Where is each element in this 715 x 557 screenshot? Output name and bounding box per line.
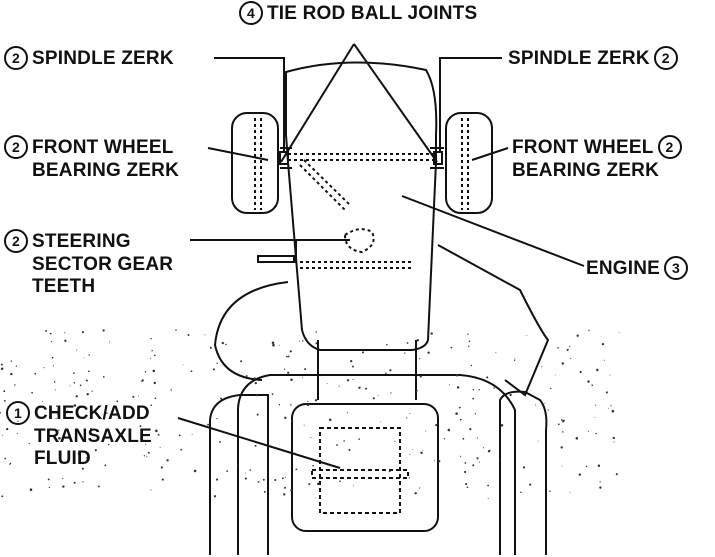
drag-link (299, 159, 351, 211)
rear-body (237, 374, 516, 555)
callout-number: 2 (653, 46, 678, 70)
rear-deck (291, 403, 439, 532)
callout-number: 2 (4, 46, 28, 70)
leader-spindle-left (214, 57, 285, 152)
steering-lever (257, 255, 295, 263)
front-wheel-left (231, 112, 279, 214)
callout-number: 2 (4, 229, 28, 253)
leader-spindle-right (439, 57, 502, 152)
front-wheel-right (445, 112, 493, 214)
transaxle-axle (311, 469, 409, 479)
leader-transaxle (177, 417, 341, 469)
leader-front-wheel-left (207, 147, 269, 161)
front-axle-right (430, 147, 444, 169)
leader-front-wheel-right (471, 147, 509, 161)
rear-tire-right (499, 390, 548, 555)
sector-gear (343, 228, 375, 254)
leader-tie-rod-left (280, 43, 355, 163)
wheel-spindle-left (254, 118, 262, 210)
steering-shaft (300, 261, 412, 269)
mower-deck-left (213, 281, 289, 381)
speckle-texture (0, 329, 620, 499)
callout-number: 2 (4, 135, 28, 159)
callout-number: 1 (6, 401, 30, 425)
leader-engine (401, 195, 585, 267)
leader-tie-rod-right (353, 43, 438, 163)
callout-number: 3 (664, 256, 689, 280)
callout-number: 4 (239, 1, 263, 25)
hood (285, 61, 438, 351)
wheel-spindle-right (461, 118, 469, 210)
discharge-chute (437, 244, 550, 397)
tie-rod (288, 153, 436, 161)
callout-number: 2 (657, 135, 682, 159)
steering-column (270, 239, 297, 263)
transaxle-housing (319, 427, 401, 514)
